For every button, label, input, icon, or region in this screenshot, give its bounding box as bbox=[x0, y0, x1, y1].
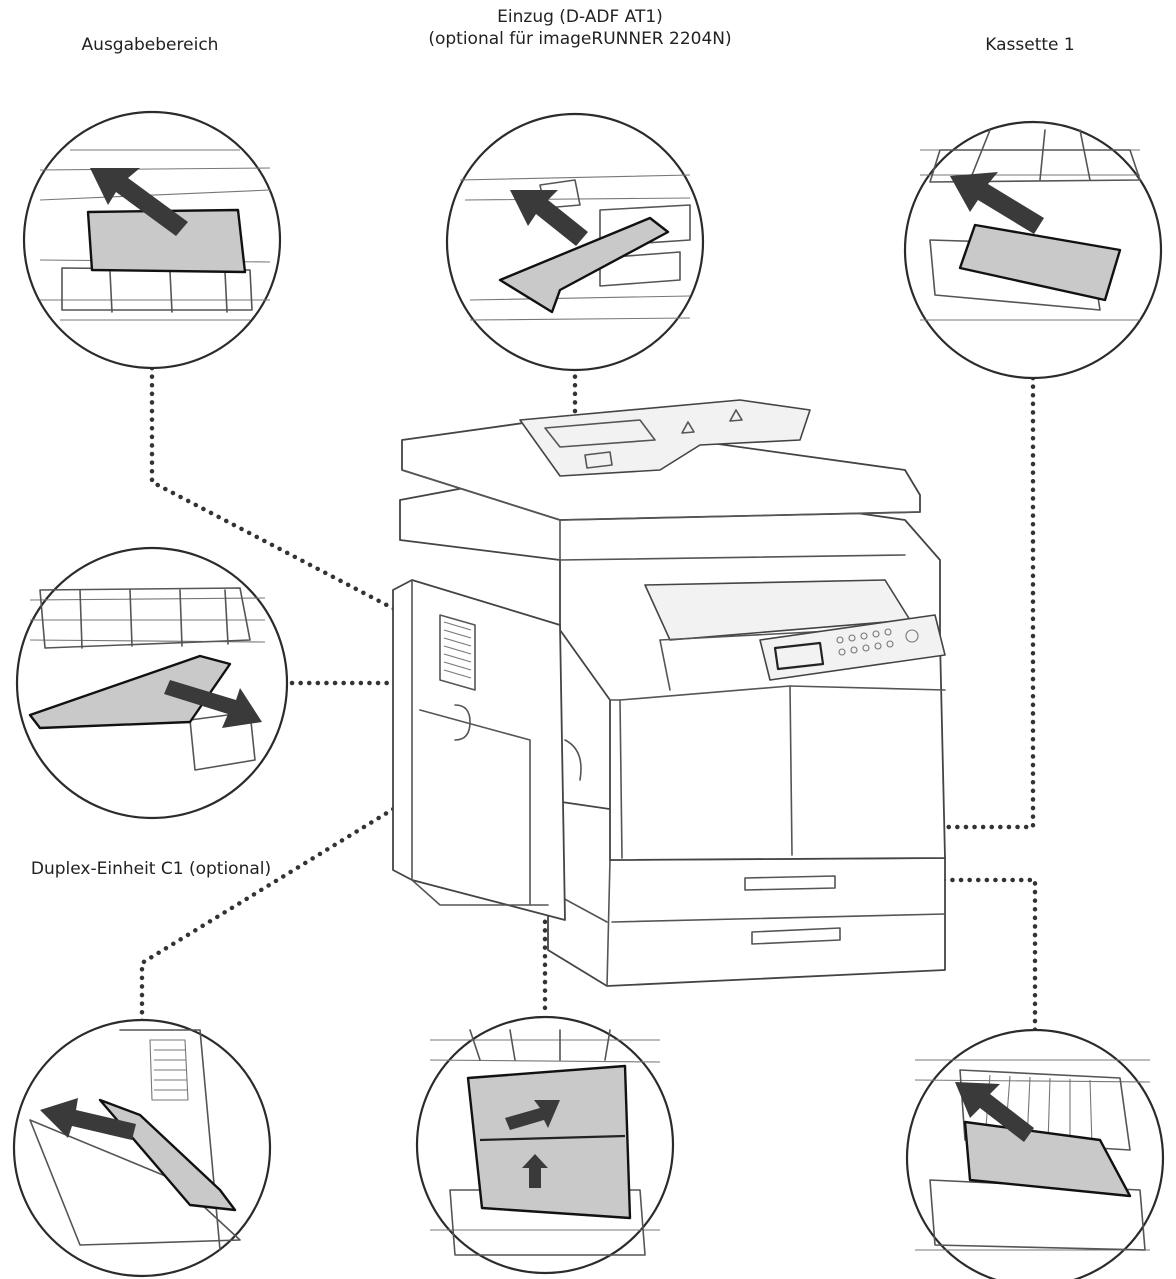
label-document-feeder: Einzug (D-ADF AT1) (optional für imageRU… bbox=[380, 6, 780, 50]
arrow-down-icon bbox=[505, 1100, 560, 1130]
leader-output-area bbox=[149, 365, 403, 615]
detail-document-feeder bbox=[445, 112, 705, 372]
label-cassette-1: Kassette 1 bbox=[985, 35, 1075, 55]
arrow-up-left-icon bbox=[510, 190, 588, 246]
arrow-up-icon bbox=[522, 1154, 548, 1188]
leader-multipurpose-tray bbox=[139, 797, 411, 1033]
label-output-area: Ausgabebereich bbox=[81, 35, 219, 55]
detail-output-area bbox=[22, 110, 282, 370]
arrow-up-left-icon bbox=[950, 172, 1044, 234]
leader-cassette-2 bbox=[915, 877, 1038, 1033]
arrow-down-right-icon bbox=[164, 680, 262, 728]
arrow-up-left-icon bbox=[955, 1082, 1034, 1142]
copier-machine bbox=[392, 399, 946, 987]
detail-duplex-unit bbox=[15, 546, 289, 820]
detail-rear-cover bbox=[415, 1015, 675, 1275]
detail-multipurpose-tray bbox=[12, 1018, 272, 1278]
detail-cassette-2 bbox=[905, 1028, 1165, 1279]
detail-cassette-1 bbox=[903, 120, 1163, 380]
arrow-up-left-icon bbox=[90, 168, 188, 236]
label-duplex-unit: Duplex-Einheit C1 (optional) bbox=[30, 859, 272, 879]
label-feeder-line2: (optional für imageRUNNER 2204N) bbox=[428, 29, 732, 49]
leader-cassette-1 bbox=[937, 375, 1036, 830]
label-feeder-line1: Einzug (D-ADF AT1) bbox=[497, 7, 663, 27]
arrow-left-icon bbox=[40, 1098, 136, 1140]
